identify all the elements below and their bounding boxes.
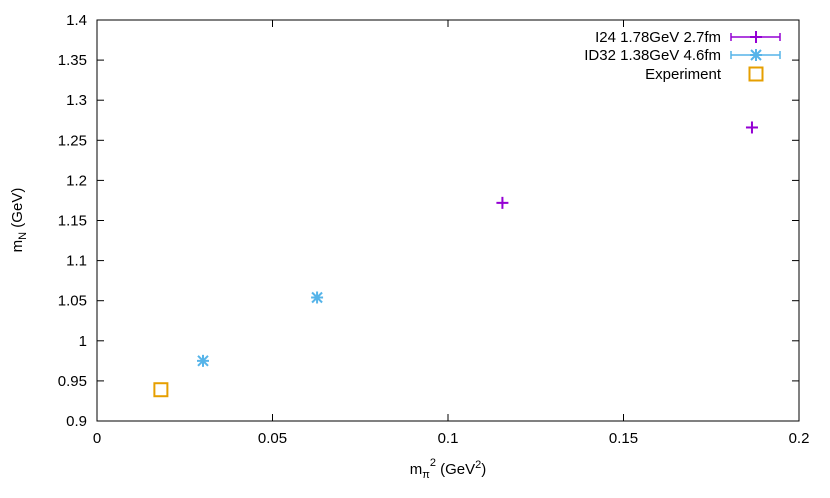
series-1 — [197, 291, 324, 367]
data-point — [496, 196, 509, 209]
data-point — [197, 354, 210, 367]
legend-entry-1: ID32 1.38GeV 4.6fm — [584, 47, 781, 64]
y-tick-label: 1.05 — [58, 293, 87, 310]
data-point — [745, 121, 758, 134]
x-tick-label: 0.1 — [438, 430, 459, 447]
legend-label: Experiment — [645, 66, 722, 83]
series-0 — [496, 121, 758, 209]
y-tick-label: 1.3 — [66, 92, 87, 109]
y-tick-label: 0.95 — [58, 373, 87, 390]
x-tick-label: 0.05 — [258, 430, 287, 447]
point-marker-square — [153, 382, 169, 398]
legend-label: I24 1.78GeV 2.7fm — [595, 29, 721, 46]
y-tick-label: 1.2 — [66, 172, 87, 189]
ticks: 0 0.05 0.1 0.15 0.2 0.9 0.95 1 1.05 1.1 1.15 1.2 1.2… — [58, 12, 810, 447]
y-tick-label: 1.1 — [66, 253, 87, 270]
legend-marker-d2 — [750, 49, 762, 61]
y-axis-label: mN (GeV) — [9, 188, 29, 253]
x-tick-label: 0.15 — [609, 430, 638, 447]
point-marker-d2 — [311, 291, 323, 304]
legend-marker-square — [748, 66, 764, 82]
legend-entry-0: I24 1.78GeV 2.7fm — [595, 29, 781, 46]
x-tick-label: 0 — [93, 430, 101, 447]
y-tick-label: 1.35 — [58, 52, 87, 69]
y-tick-label: 0.9 — [66, 413, 87, 430]
x-tick-label: 0.2 — [789, 430, 810, 447]
y-tick-label: 1.25 — [58, 132, 87, 149]
legend-entry-2: Experiment — [645, 66, 764, 83]
data-marks — [153, 121, 758, 398]
data-point — [153, 382, 169, 398]
point-marker-d2 — [197, 355, 209, 367]
x-axis-label: mπ2 (GeV2) — [410, 457, 487, 481]
data-point — [311, 291, 324, 304]
series-2 — [153, 382, 169, 398]
y-tick-label: 1.4 — [66, 12, 87, 29]
y-tick-label: 1.15 — [58, 213, 87, 230]
y-tick-label: 1 — [79, 333, 87, 350]
legend-label: ID32 1.38GeV 4.6fm — [584, 47, 721, 64]
